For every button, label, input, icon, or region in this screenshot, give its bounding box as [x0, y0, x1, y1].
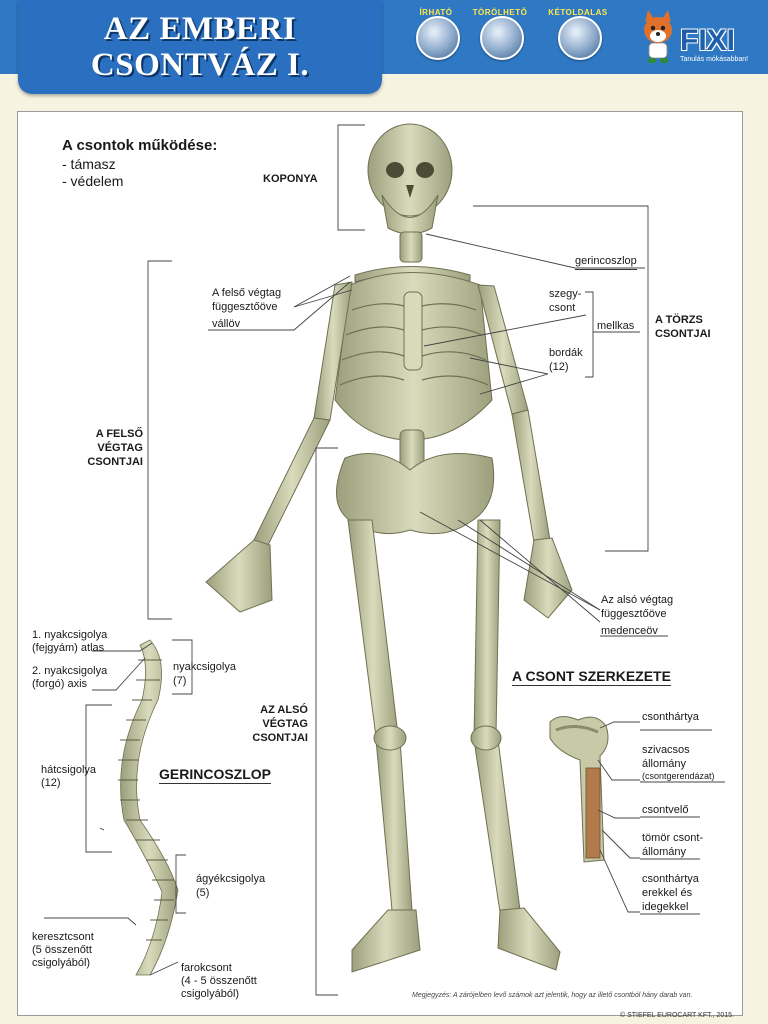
label-bordak-2: (12) — [549, 361, 569, 374]
label-szivacsos-3: (csontgerendázat) — [642, 771, 715, 781]
label-farok-1: farokcsont — [181, 962, 232, 975]
label-szivacsos-1: szivacsos — [642, 744, 690, 757]
label-felso-3: CSONTJAI — [80, 455, 143, 469]
label-gerincoszlop-small: gerincoszlop — [575, 255, 637, 270]
label-also-2: VÉGTAG — [246, 717, 308, 731]
label-also-3: CSONTJAI — [240, 731, 308, 745]
label-kereszt-2: (5 összenőtt — [32, 944, 92, 957]
label-tomor-2: állomány — [642, 846, 686, 859]
label-felso-2: VÉGTAG — [87, 441, 143, 455]
label-also-fuggeszto-1: Az alsó végtag — [601, 594, 673, 607]
label-farok-2: (4 - 5 összenőtt — [181, 975, 257, 988]
label-csontvelo: csontvelő — [642, 804, 688, 817]
label-hat-1: hátcsigolya — [41, 764, 96, 777]
label-kereszt-3: csigolyából) — [32, 957, 90, 970]
label-kereszt-1: keresztcsont — [32, 931, 94, 944]
label-felso-1: A FELSŐ — [87, 427, 143, 441]
label-szegycsont-1: szegy- — [549, 288, 581, 301]
label-tomor-1: tömör csont- — [642, 832, 703, 845]
label-erekkel-2: erekkel és — [642, 887, 692, 900]
label-nyak-2: (7) — [173, 675, 186, 688]
label-szegycsont-2: csont — [549, 302, 575, 315]
label-nyak-1: nyakcsigolya — [173, 661, 236, 674]
label-also-1: AZ ALSÓ — [246, 703, 308, 717]
label-torzs-1: A TÖRZS — [655, 313, 703, 327]
label-axis-1: 2. nyakcsigolya — [32, 665, 107, 678]
spine-illustration — [121, 640, 178, 975]
label-agyek-1: ágyékcsigolya — [196, 873, 265, 886]
label-also-fuggeszto-2: függesztőöve — [601, 608, 666, 621]
label-farok-3: csigolyából) — [181, 988, 239, 1001]
copyright: © STIEFEL EUROCART KFT., 2015. — [620, 1012, 734, 1019]
label-erekkel-1: csonthártya — [642, 873, 699, 886]
label-felso-fuggeszto-1: A felső végtag — [212, 287, 281, 300]
functions-title: A csontok működése: — [62, 137, 217, 154]
label-medenceov: medenceöv — [601, 625, 658, 638]
label-atlas-1: 1. nyakcsigolya — [32, 629, 107, 642]
label-szivacsos-2: állomány — [642, 758, 686, 771]
bone-structure-title: A CSONT SZERKEZETE — [512, 668, 671, 686]
label-axis-2: (forgó) axis — [32, 678, 87, 691]
label-mellkas: mellkas — [597, 320, 634, 333]
footnote: Megjegyzés: A zárójelben levő számok azt… — [412, 992, 692, 999]
bone-structure-illustration — [550, 716, 608, 862]
label-vallov: vállöv — [212, 318, 240, 331]
label-erekkel-3: idegekkel — [642, 901, 688, 914]
label-agyek-2: (5) — [196, 887, 209, 900]
spine-title: GERINCOSZLOP — [159, 766, 271, 784]
label-hat-2: (12) — [41, 777, 61, 790]
label-torzs-2: CSONTJAI — [655, 327, 711, 341]
label-csonthartya: csonthártya — [642, 711, 699, 724]
label-felso-fuggeszto-2: függesztőöve — [212, 301, 277, 314]
label-atlas-2: (fejgyám) atlas — [32, 642, 104, 655]
function-item-protection: - védelem — [62, 173, 123, 189]
label-bordak-1: bordák — [549, 347, 583, 360]
label-koponya: KOPONYA — [263, 172, 318, 186]
function-item-support: - támasz — [62, 156, 116, 172]
